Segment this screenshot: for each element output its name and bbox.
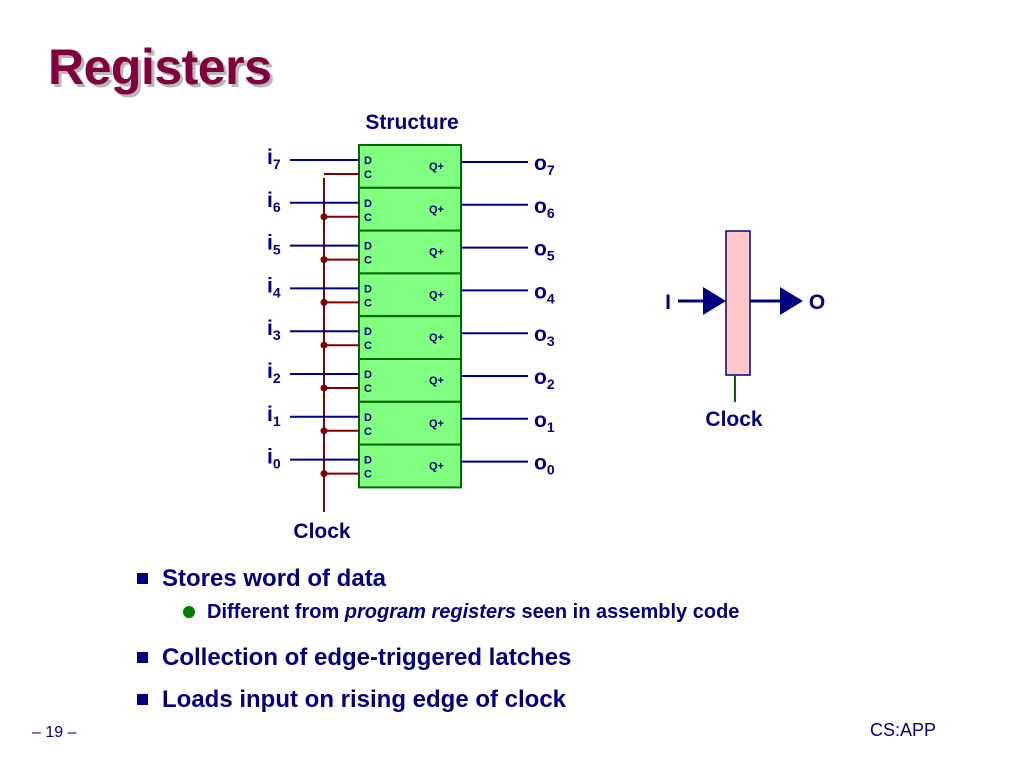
latch-cell [358,358,462,403]
output-label: o4 [534,280,555,306]
latch-q-label: Q+ [429,289,444,301]
output-label: o3 [534,323,555,349]
latch-d-label: D [364,198,372,210]
bullet-item: Stores word of data [137,565,387,593]
latch-d-label: D [364,155,372,167]
input-label: i6 [267,189,281,215]
register-symbol [725,230,751,376]
latch-d-label: D [364,241,372,253]
sub-bullet-emphasis: program registers [344,601,516,623]
latch-cell [358,443,462,489]
latch-cell [358,186,462,232]
input-arrow-head [703,287,726,315]
square-bullet-icon [137,573,148,584]
latch-q-label: Q+ [429,375,444,387]
latch-cell [358,272,462,318]
input-label: i0 [267,446,281,472]
latch-c-label: C [364,383,372,395]
output-label: o1 [534,409,555,435]
latch-d-label: D [364,455,372,467]
latch-c-label: C [364,212,372,224]
output-subscript: 5 [547,248,555,264]
bullet-text: Collection of edge-triggered latches [162,644,572,671]
latch-c-label: C [364,426,372,438]
latch-q-label: Q+ [429,161,444,173]
bullet-text: Stores word of data [162,565,387,592]
input-subscript: 1 [273,413,281,429]
output-subscript: 6 [547,205,555,221]
latch-c-label: C [364,255,372,267]
input-subscript: 4 [273,284,281,300]
bullet-item: Collection of edge-triggered latches [137,644,572,672]
input-subscript: 6 [273,199,281,215]
clock-junction-dot [320,427,328,435]
sub-bullet-item: Different from program registers seen in… [183,601,740,624]
input-subscript: 7 [273,156,281,172]
input-subscript: 3 [273,327,281,343]
square-bullet-icon [137,652,148,663]
structure-label: Structure [365,111,458,134]
output-label: o7 [534,152,555,178]
input-subscript: 2 [273,370,281,386]
symbol-input-label: I [665,291,671,314]
bullet-item: Loads input on rising edge of clock [137,686,567,714]
clock-junction-dot [320,384,328,392]
input-label: i7 [267,146,281,172]
latch-c-label: C [364,297,372,309]
latch-q-label: Q+ [429,332,444,344]
output-subscript: 0 [547,462,555,478]
latch-d-label: D [364,412,372,424]
sub-bullet-prefix: Different from [207,601,345,623]
footer-brand: CS:APP [870,720,937,740]
input-subscript: 0 [273,456,281,472]
latch-cell [358,315,462,361]
latch-q-label: Q+ [429,247,444,259]
latch-cell [358,144,462,189]
latch-d-label: D [364,326,372,338]
sub-bullet-suffix: seen in assembly code [515,601,740,623]
output-subscript: 1 [547,419,555,435]
slide-title: Registers [48,39,272,95]
clock-junction-dot [320,341,328,349]
clock-junction-dot [320,470,328,478]
latch-d-label: D [364,283,372,295]
latch-d-label: D [364,369,372,381]
latch-c-label: C [364,340,372,352]
clock-label: Clock [293,520,351,543]
input-label: i5 [267,232,281,258]
output-subscript: 3 [547,333,555,349]
output-label: o2 [534,366,555,392]
symbol-clock-label: Clock [705,408,763,431]
latch-q-label: Q+ [429,461,444,473]
bullet-text: Loads input on rising edge of clock [162,686,567,713]
clock-junction-dot [320,256,328,264]
output-subscript: 7 [547,162,555,178]
output-subscript: 4 [547,290,555,306]
latch-c-label: C [364,169,372,181]
input-label: i4 [267,274,281,300]
latch-cell [358,400,462,446]
input-label: i2 [267,360,281,386]
latch-q-label: Q+ [429,204,444,216]
clock-junction-dot [320,213,328,221]
latch-q-label: Q+ [429,418,444,430]
output-label: o0 [534,452,555,478]
page-number: – 19 – [32,724,77,741]
input-subscript: 5 [273,242,281,258]
output-label: o6 [534,195,555,221]
clock-junction-dot [320,298,328,306]
square-bullet-icon [137,694,148,705]
latch-c-label: C [364,469,372,481]
circle-bullet-icon [183,606,195,618]
latch-cell [358,229,462,275]
input-label: i3 [267,317,281,343]
input-label: i1 [267,403,281,429]
symbol-output-label: O [809,291,825,314]
output-subscript: 2 [547,376,555,392]
output-label: o5 [534,238,555,264]
output-arrow-head [780,287,803,315]
